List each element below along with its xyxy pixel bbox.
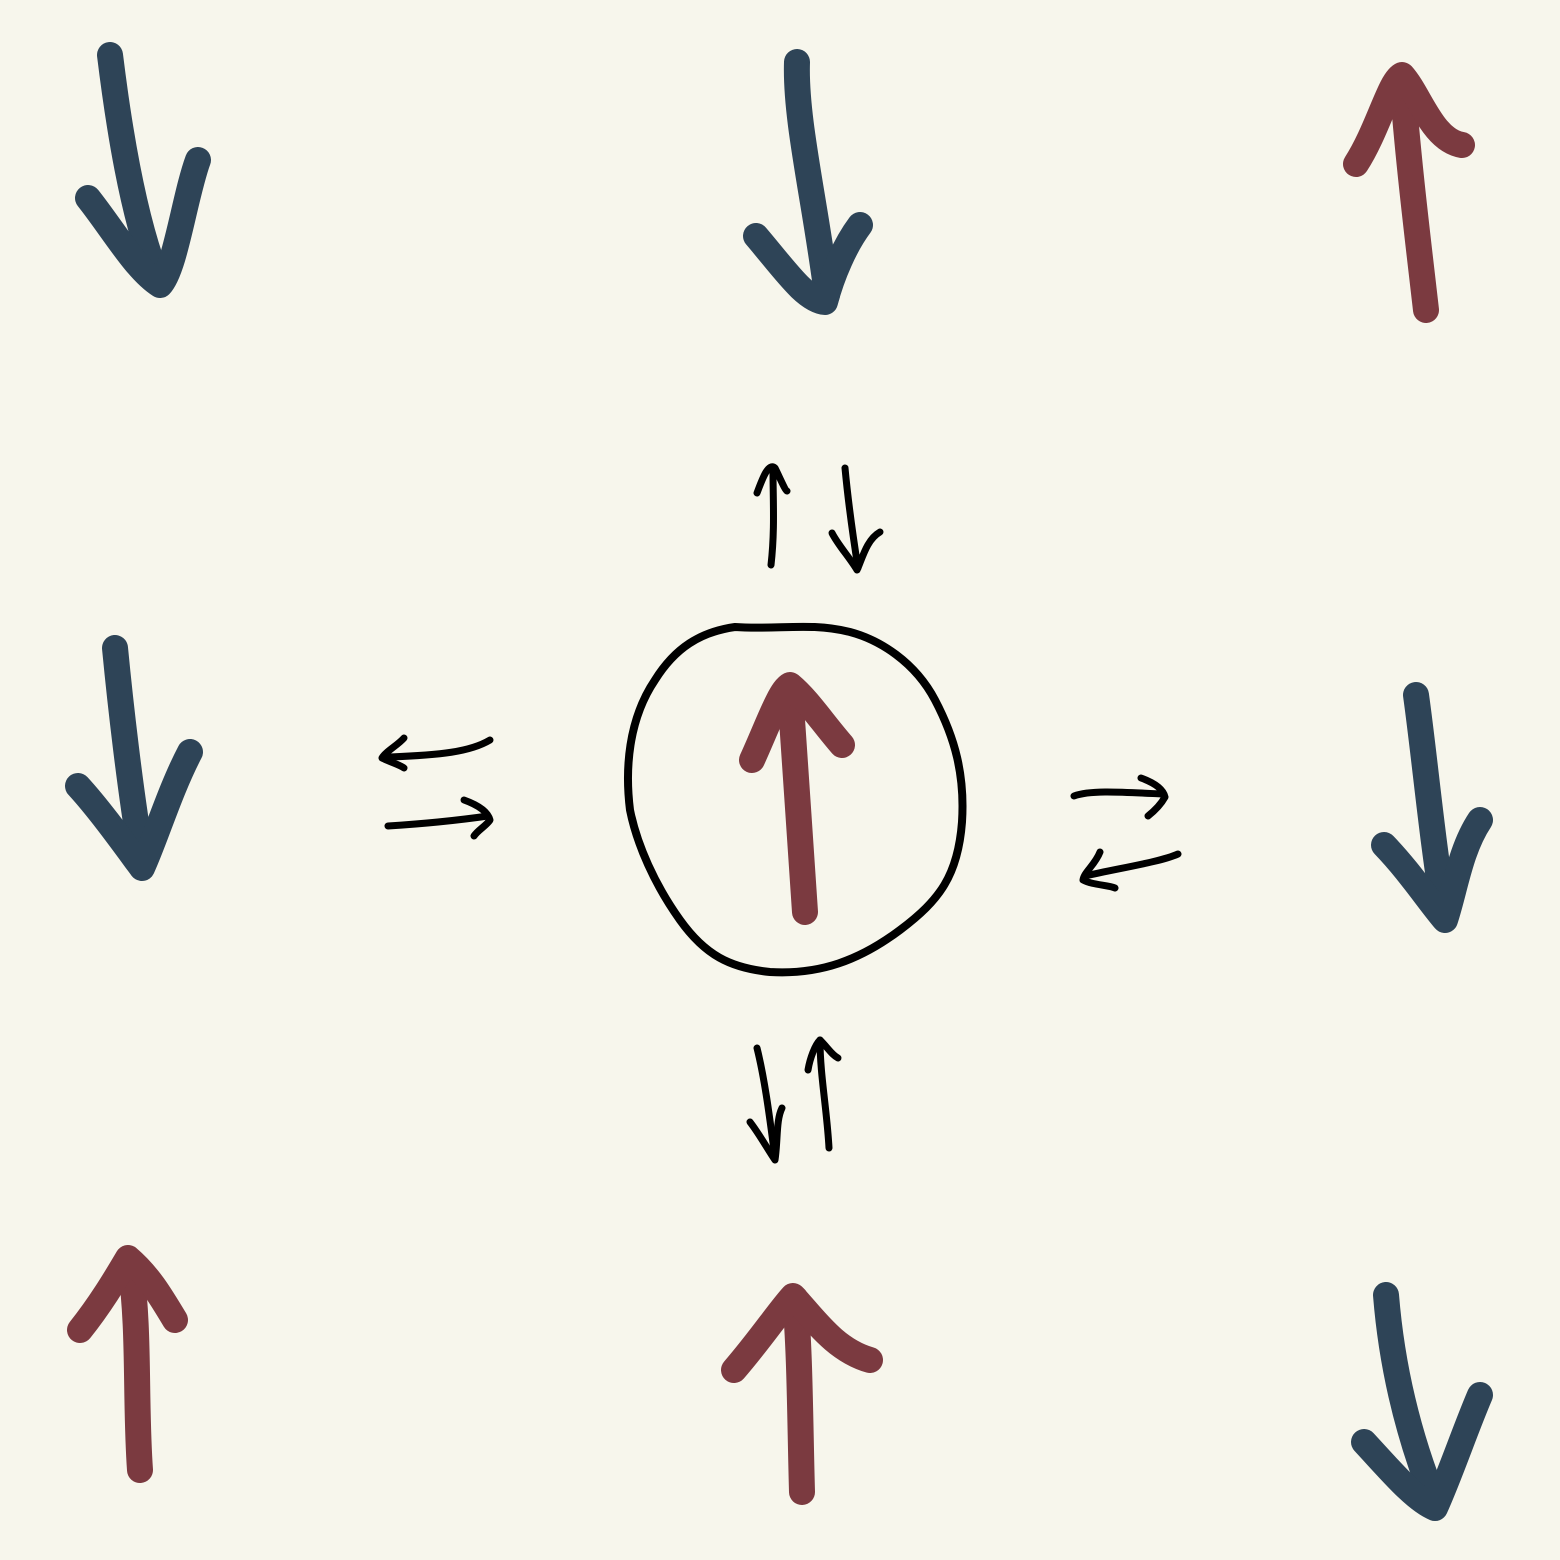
- spin-arrow-r2c0: [67, 1245, 188, 1483]
- exchange-pair-bottom: [746, 1036, 842, 1164]
- spin-arrow-r1c2: [1371, 682, 1493, 933]
- spin-arrow-r0c2: [1343, 62, 1475, 323]
- spin-arrow-r0c0: [75, 42, 211, 298]
- central-spin-boundary: [624, 622, 967, 977]
- exchange-pair-top: [753, 463, 884, 574]
- exchange-pair-right: [1070, 774, 1182, 892]
- spin-arrow-r2c1: [721, 1283, 883, 1505]
- exchange-pair-left: [378, 734, 494, 840]
- spin-arrow-r1c1: [739, 672, 855, 925]
- spin-arrow-r0c1: [743, 49, 873, 315]
- spin-arrow-r1c0: [65, 635, 203, 881]
- spin-arrow-r2c2: [1351, 1282, 1493, 1521]
